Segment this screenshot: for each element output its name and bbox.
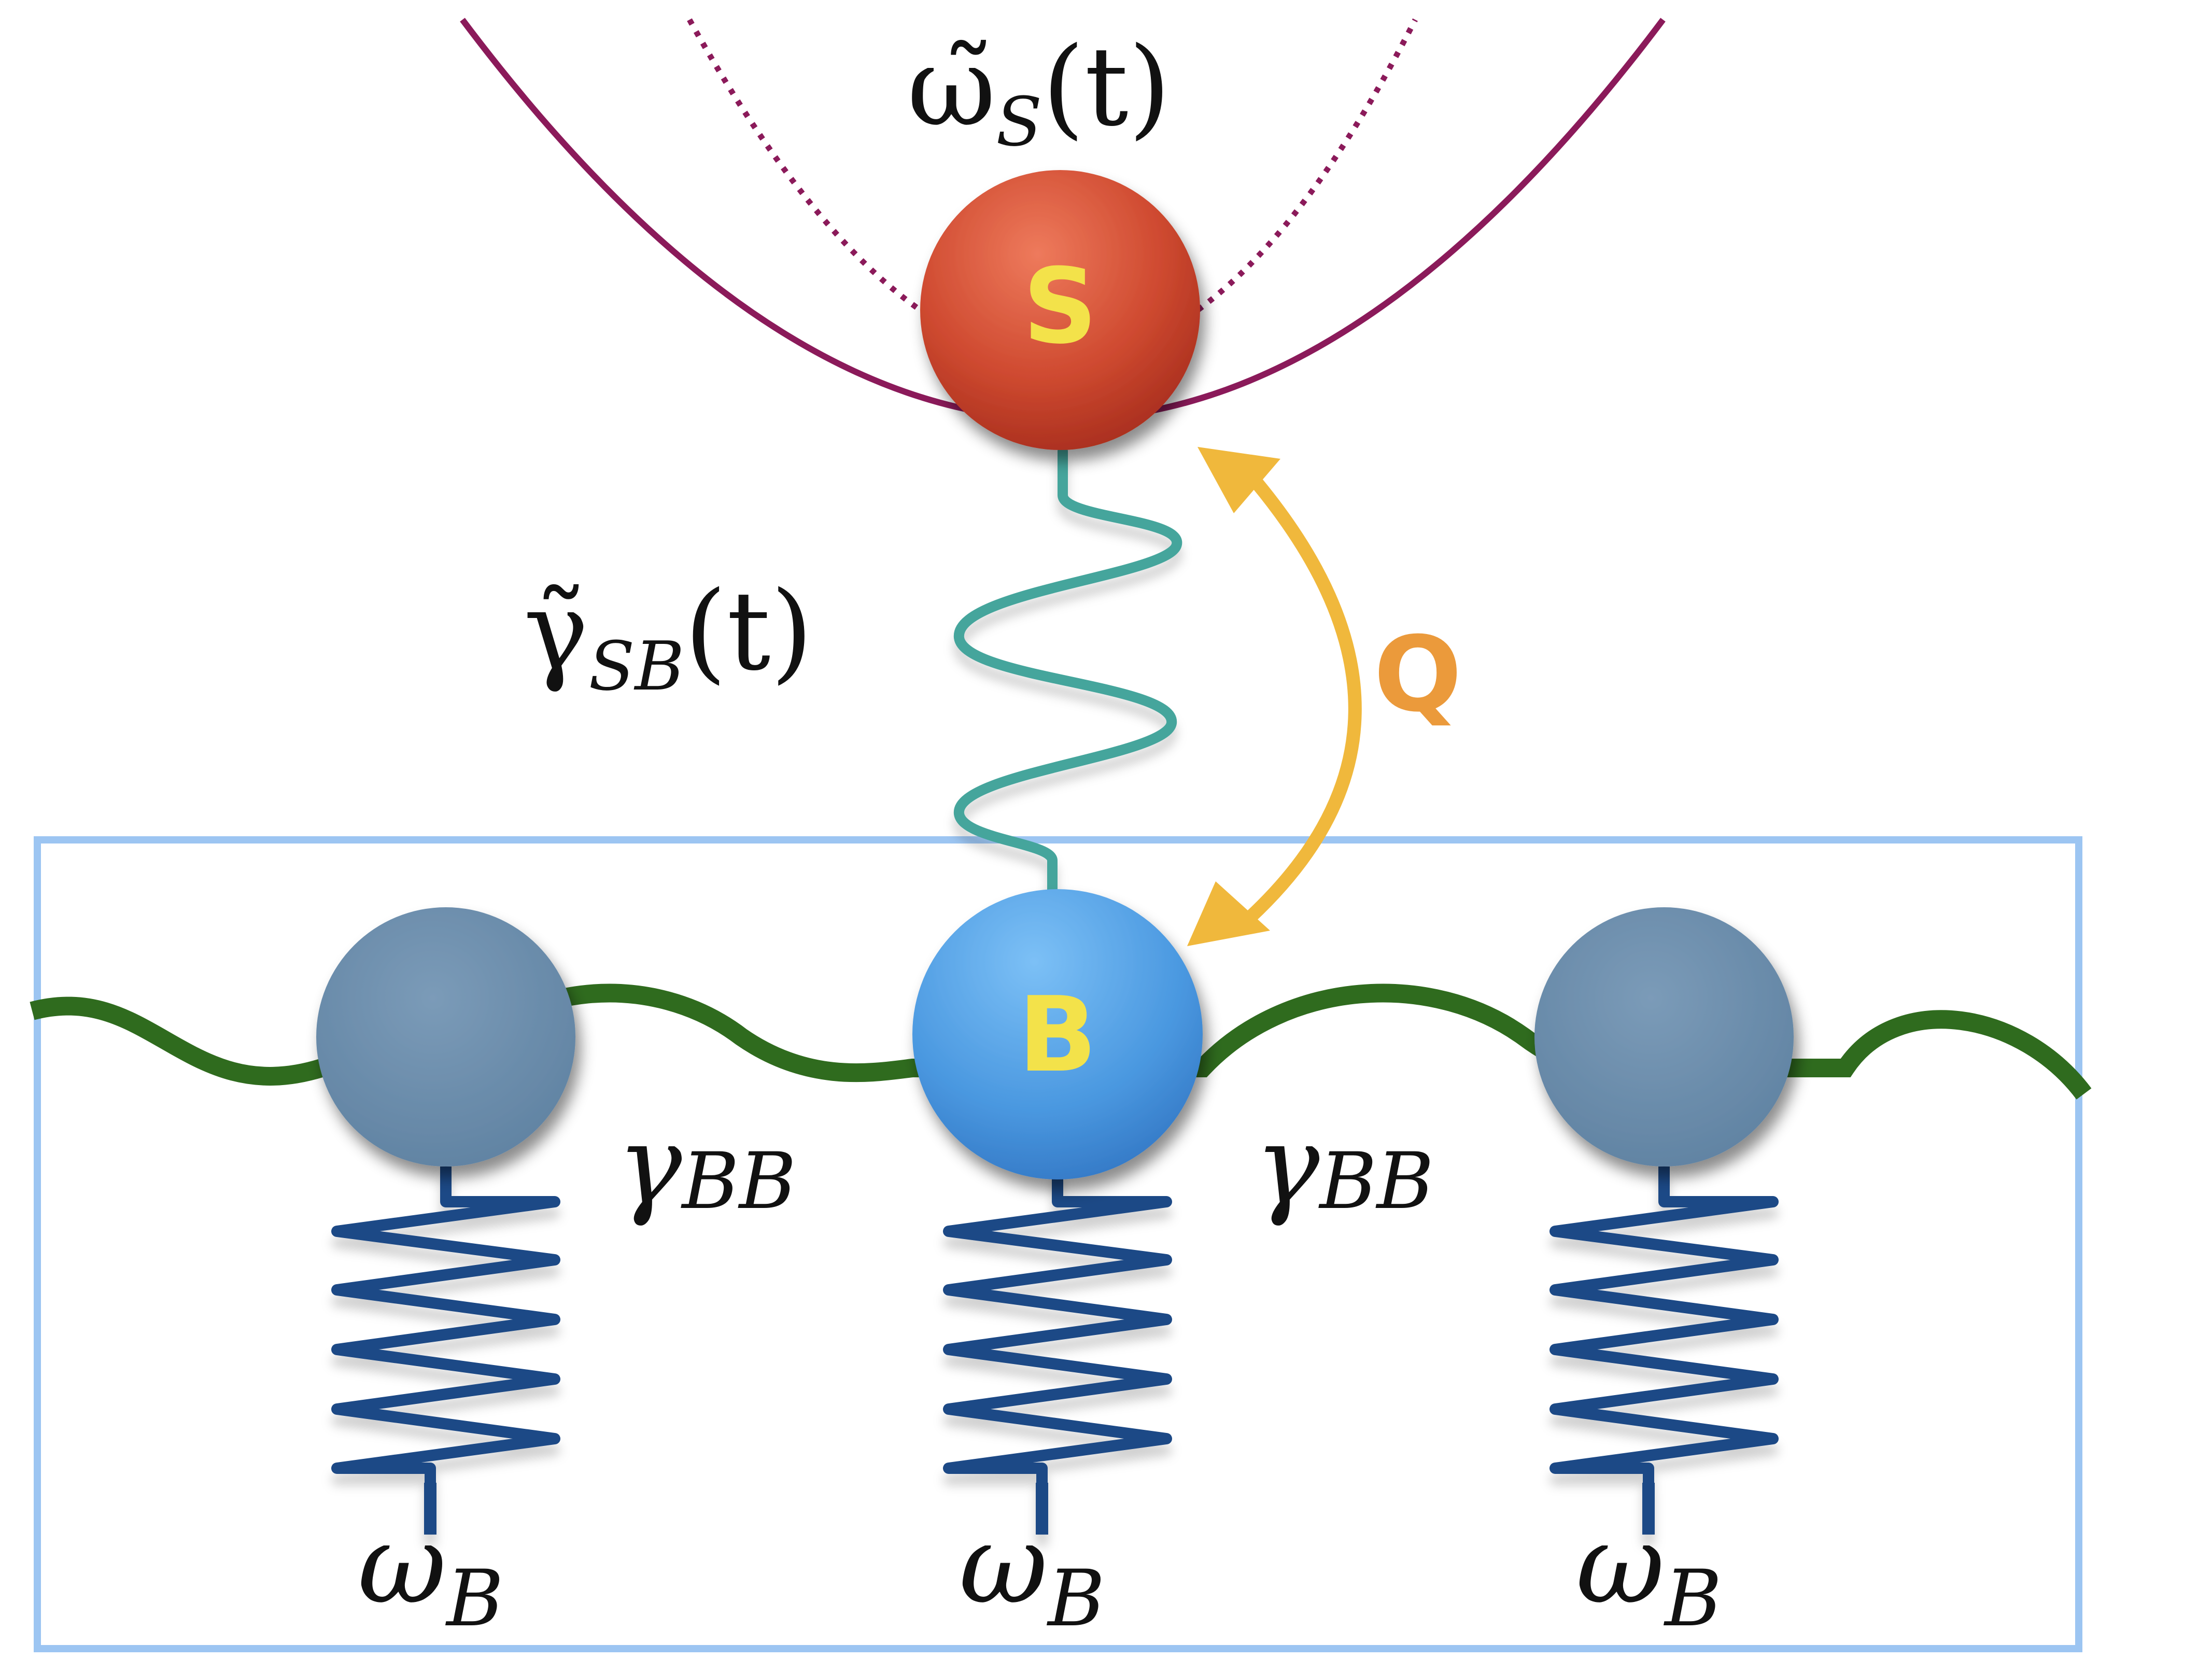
system-label: S xyxy=(1023,246,1097,367)
heat-flow-arrow xyxy=(1187,447,1362,946)
bath-box xyxy=(34,836,2082,1652)
system-frequency-label: ω̃S(t) xyxy=(907,23,1171,161)
system-bath-coupling-label: γ̃SB(t) xyxy=(524,568,813,706)
bath-oscillator-center: B xyxy=(912,889,1203,1179)
system-oscillator: S xyxy=(920,170,1200,450)
bath-frequency-label-left: ωB xyxy=(358,1501,503,1644)
system-bath-spring xyxy=(954,446,1182,897)
bath-label: B xyxy=(1018,975,1097,1095)
bath-oscillator-right xyxy=(1534,907,1794,1166)
bath-spring-right xyxy=(1549,1166,1779,1535)
heat-label: Q xyxy=(1374,614,1462,735)
bath-spring-left xyxy=(331,1166,560,1535)
bath-coupling-label-right: γBB xyxy=(1255,1102,1434,1229)
bath-oscillator-left xyxy=(316,907,575,1166)
bath-frequency-label-right: ωB xyxy=(1576,1501,1722,1644)
bath-frequency-label-center: ωB xyxy=(959,1501,1105,1644)
bath-coupling-label-left: γBB xyxy=(617,1102,796,1229)
bath-spring-center xyxy=(943,1166,1172,1535)
